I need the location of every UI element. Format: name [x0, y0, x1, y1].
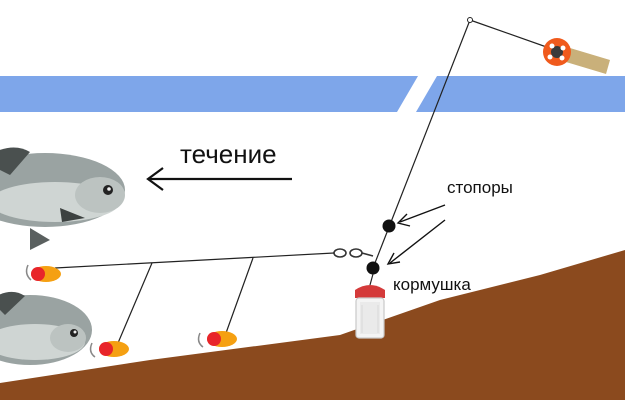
stoppers-label: стопоры: [447, 178, 513, 197]
rod-line: [469, 19, 556, 51]
feeder-cage-icon: [355, 273, 385, 339]
jig-lure-icon: [89, 341, 129, 358]
water-surface-right: [416, 76, 625, 112]
feeder-label: кормушка: [393, 275, 471, 294]
jig-lure-icon: [197, 331, 237, 348]
water-surface-left: [0, 76, 418, 112]
stopper-lower: [366, 261, 380, 275]
river-bottom: [0, 250, 625, 400]
current-label: течение: [180, 139, 277, 169]
arrow-left-icon: [146, 167, 292, 191]
bream-fish-icon: [0, 291, 92, 365]
stoppers-pointer: [386, 204, 446, 265]
jig-lure-icon: [25, 264, 61, 282]
dropper-line: [225, 257, 254, 334]
leader-line: [54, 252, 335, 269]
dropper-line: [117, 262, 153, 344]
winter-rod-icon: [543, 38, 610, 74]
bream-fish-icon: [0, 147, 125, 250]
rod-tip: [467, 17, 473, 23]
stopper-upper: [382, 219, 396, 233]
